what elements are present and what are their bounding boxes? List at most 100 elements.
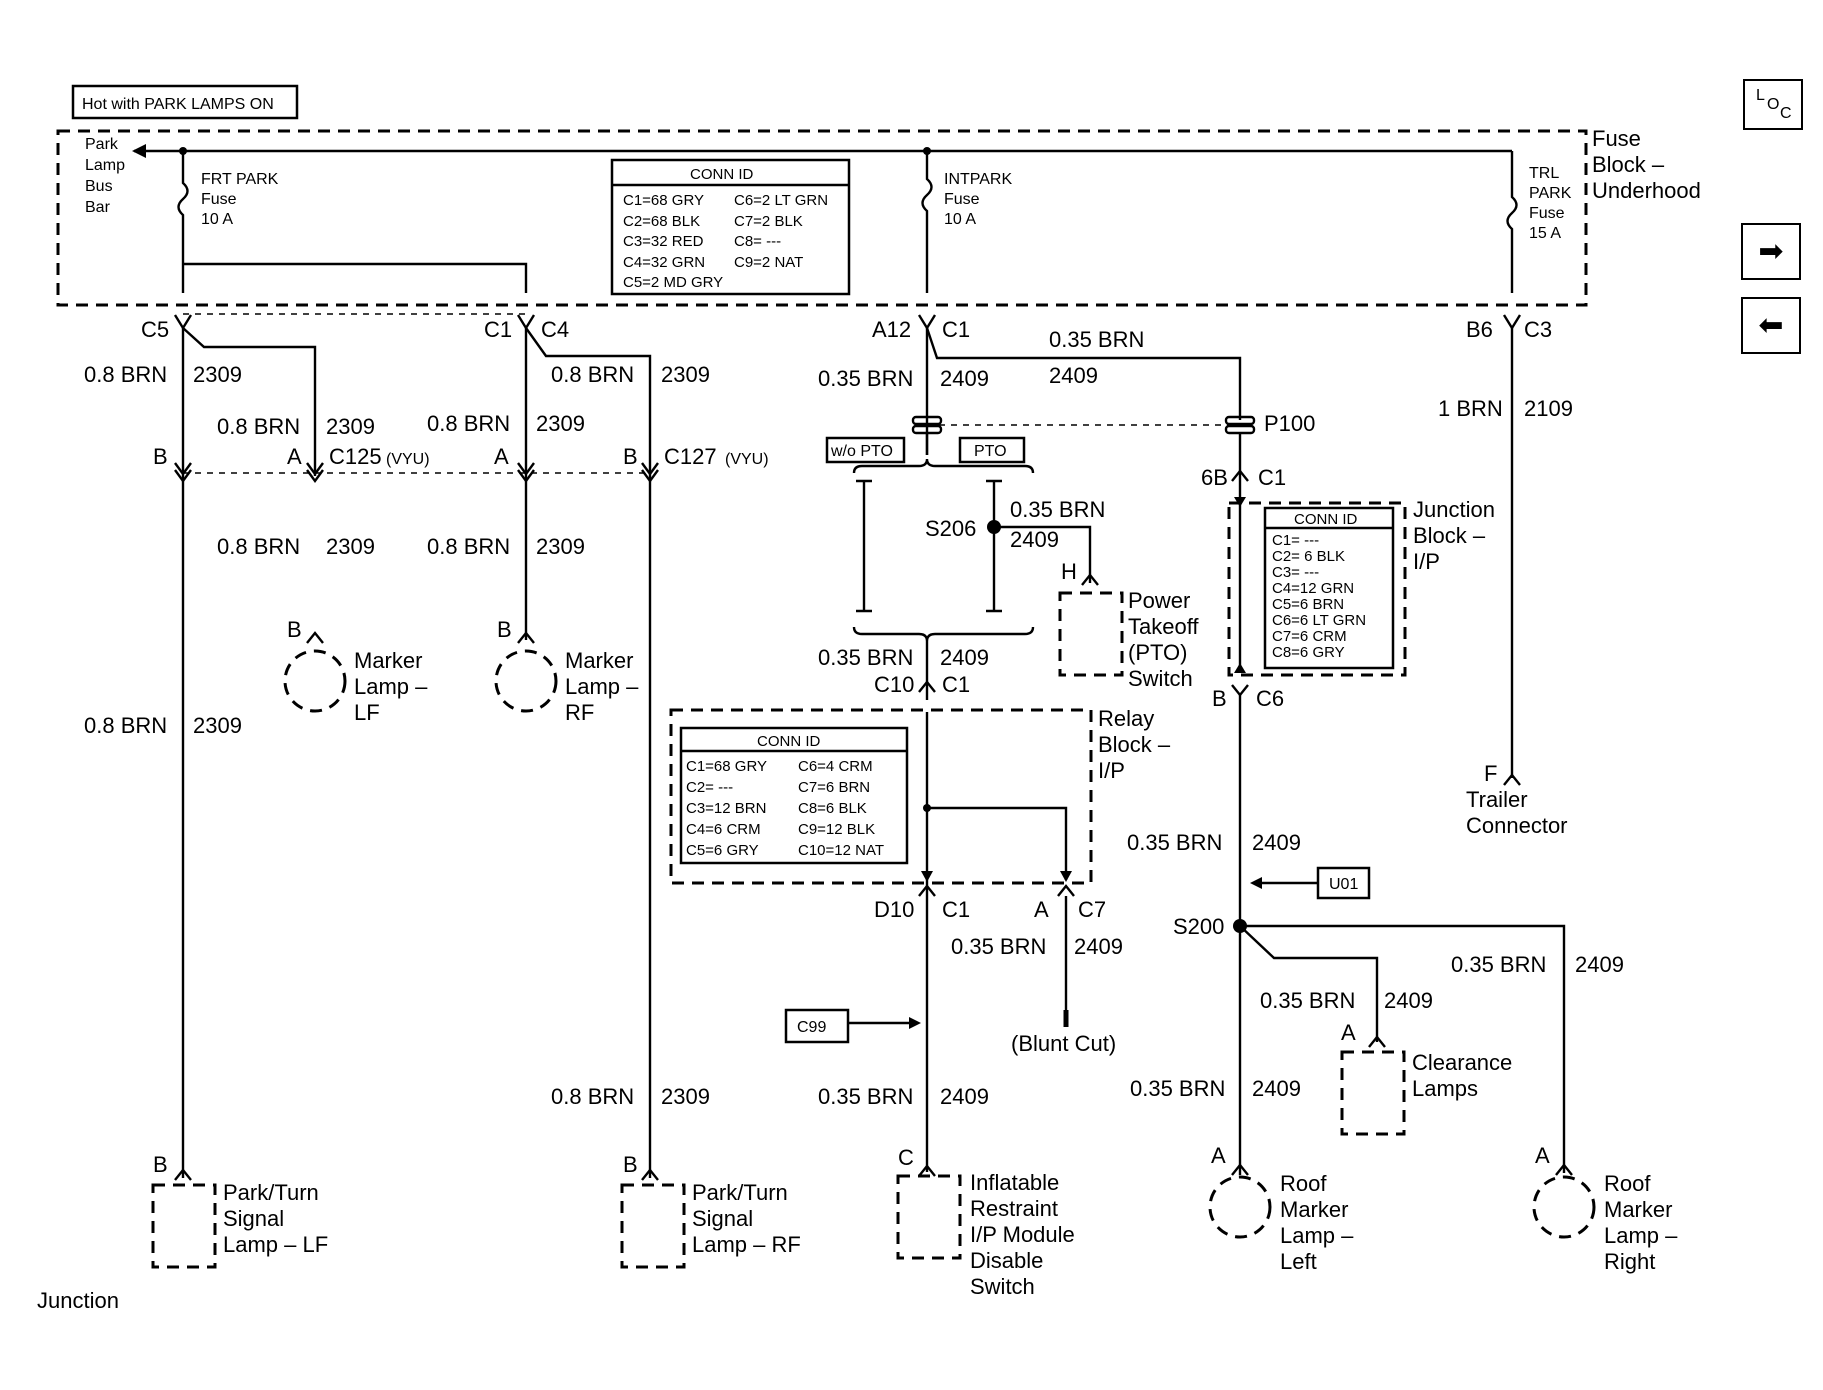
fuse-frt-label-2: Fuse (201, 191, 237, 208)
wire-2309-lf-marker (182, 327, 317, 476)
u01-ref-box[interactable] (1316, 866, 1371, 900)
wire-label-2409-12: 2409 (940, 645, 989, 670)
fuse-conn-left-5: C5=2 MD GRY (623, 274, 723, 291)
conn-6b: 6B (1201, 465, 1228, 490)
u01-arrow-head (1250, 877, 1262, 889)
inflatable-switch-icon (896, 1174, 962, 1260)
pto-switch-label-4: Switch (1128, 666, 1193, 691)
wo-pto-box (825, 436, 906, 464)
marker-rf-label-2: Lamp – (565, 674, 639, 699)
wire-label-2409-15: 2409 (1252, 830, 1301, 855)
wire-label-2409-17: 2409 (1384, 988, 1433, 1013)
marker-lamp-rf-icon (494, 649, 558, 713)
roof-marker-right-icon (1532, 1175, 1596, 1239)
conn-f: F (1484, 761, 1497, 786)
conn-b6: B6 (1466, 317, 1493, 342)
conn-a-rmr: A (1535, 1143, 1550, 1168)
conn-c5: C5 (141, 317, 169, 342)
wire-label-brn-16: 0.35 BRN (1451, 952, 1546, 977)
conn-c6: C6 (1256, 686, 1284, 711)
previous-page-button[interactable]: ⬅ (1741, 297, 1801, 354)
park-turn-lamp-rf-icon (620, 1183, 686, 1269)
wire-label-2309-1: 2309 (193, 362, 242, 387)
conn-h: H (1061, 559, 1077, 584)
fuse-block-conn-table (610, 158, 851, 296)
inflatable-label-1: Inflatable (970, 1170, 1059, 1195)
wire-label-2409-18: 2409 (1252, 1076, 1301, 1101)
wire-label-2109: 2109 (1524, 396, 1573, 421)
conn-b-ptlf: B (153, 1152, 168, 1177)
pt-rf-label-2: Signal (692, 1206, 753, 1231)
wire-2309-rf-main (525, 327, 652, 1178)
c99-arrow-head (909, 1017, 921, 1029)
junction-conn-row-4: C4=12 GRN (1272, 580, 1354, 597)
conn-c1-e: C1 (942, 897, 970, 922)
u01-ref-label: U01 (1329, 876, 1358, 893)
conn-c1-b: C1 (942, 317, 970, 342)
marker-rf-label-1: Marker (565, 648, 633, 673)
pt-lf-label-1: Park/Turn (223, 1180, 319, 1205)
park-turn-lamp-lf-icon (151, 1183, 217, 1269)
location-button[interactable]: L O C (1743, 79, 1803, 130)
trailer-label-2: Connector (1466, 813, 1568, 838)
wire-label-brn-12: 0.35 BRN (818, 645, 913, 670)
conn-c7: C7 (1078, 897, 1106, 922)
junction-label-1: Junction (1413, 497, 1495, 522)
pt-rf-label-3: Lamp – RF (692, 1232, 801, 1257)
wire-label-brn-7: 0.8 BRN (84, 713, 167, 738)
conn-s206: S206 (925, 516, 976, 541)
conn-a-rml: A (1211, 1143, 1226, 1168)
c99-ref-box[interactable] (784, 1008, 850, 1044)
inflatable-label-5: Switch (970, 1274, 1035, 1299)
fuse-int-label-1: INTPARK (944, 171, 1012, 188)
pto-top-brace (852, 458, 1035, 474)
next-page-button[interactable]: ➡ (1741, 223, 1801, 280)
marker-lf-label-2: Lamp – (354, 674, 428, 699)
wire-2409-roof-right (1240, 924, 1566, 1173)
fuse-block-outline (56, 129, 1588, 307)
conn-p100: P100 (1264, 411, 1315, 436)
wire-label-brn-11: 0.35 BRN (1010, 497, 1105, 522)
conn-c10: C10 (874, 672, 914, 697)
clearance-lamps-icon (1340, 1050, 1406, 1136)
relay-conn-right-5: C10=12 NAT (798, 842, 884, 859)
relay-arrow-c7 (1060, 871, 1072, 882)
relay-label-3: I/P (1098, 758, 1125, 783)
conn-a-clr: A (1341, 1020, 1356, 1045)
connector-chevrons-top (173, 314, 1522, 331)
wire-label-2409-11: 2409 (1010, 527, 1059, 552)
relay-conn-right-4: C9=12 BLK (798, 821, 875, 838)
conn-b-ptrf: B (623, 1152, 638, 1177)
bus-bar-label-4: Bar (85, 199, 111, 216)
wire-label-brn-9: 0.35 BRN (1049, 327, 1144, 352)
pto-switch-icon (1058, 591, 1124, 677)
relay-bottom-pins (918, 884, 1075, 897)
fuse-trl-park-symbol (1506, 151, 1518, 293)
wire-label-brn-17: 0.35 BRN (1260, 988, 1355, 1013)
wire-label-brn-10: 0.35 BRN (818, 366, 913, 391)
loc-c: C (1780, 105, 1792, 122)
connector-chevrons-mid (174, 462, 659, 484)
wire-label-brn-6: 0.8 BRN (427, 534, 510, 559)
wire-label-2409-16: 2409 (1575, 952, 1624, 977)
junction-conn-row-1: C1= --- (1272, 532, 1319, 549)
conn-a-1: A (287, 444, 302, 469)
junction-conn-row-8: C8=6 GRY (1272, 644, 1345, 661)
fuse-conn-right-3: C8= --- (734, 233, 781, 250)
fuse-int-park-symbol (921, 151, 933, 293)
junction-arrow-bottom (1234, 663, 1246, 673)
junction-block-outline (1227, 501, 1407, 677)
bus-bar-label-1: Park (85, 136, 119, 153)
junction-label-2: Block – (1413, 523, 1486, 548)
conn-s200: S200 (1173, 914, 1224, 939)
pto-switch-label-2: Takeoff (1128, 614, 1199, 639)
wire-label-2309-4: 2309 (536, 411, 585, 436)
wire-label-brn-8: 0.8 BRN (551, 1084, 634, 1109)
marker-lf-label-1: Marker (354, 648, 422, 673)
wire-label-brn-14: 0.35 BRN (818, 1084, 913, 1109)
wire-label-2409-14: 2409 (940, 1084, 989, 1109)
wire-label-2309-8: 2309 (661, 1084, 710, 1109)
fuse-trl-label-2: PARK (1529, 185, 1572, 202)
roof-right-label-1: Roof (1604, 1171, 1651, 1196)
roof-left-label-3: Lamp – (1280, 1223, 1354, 1248)
